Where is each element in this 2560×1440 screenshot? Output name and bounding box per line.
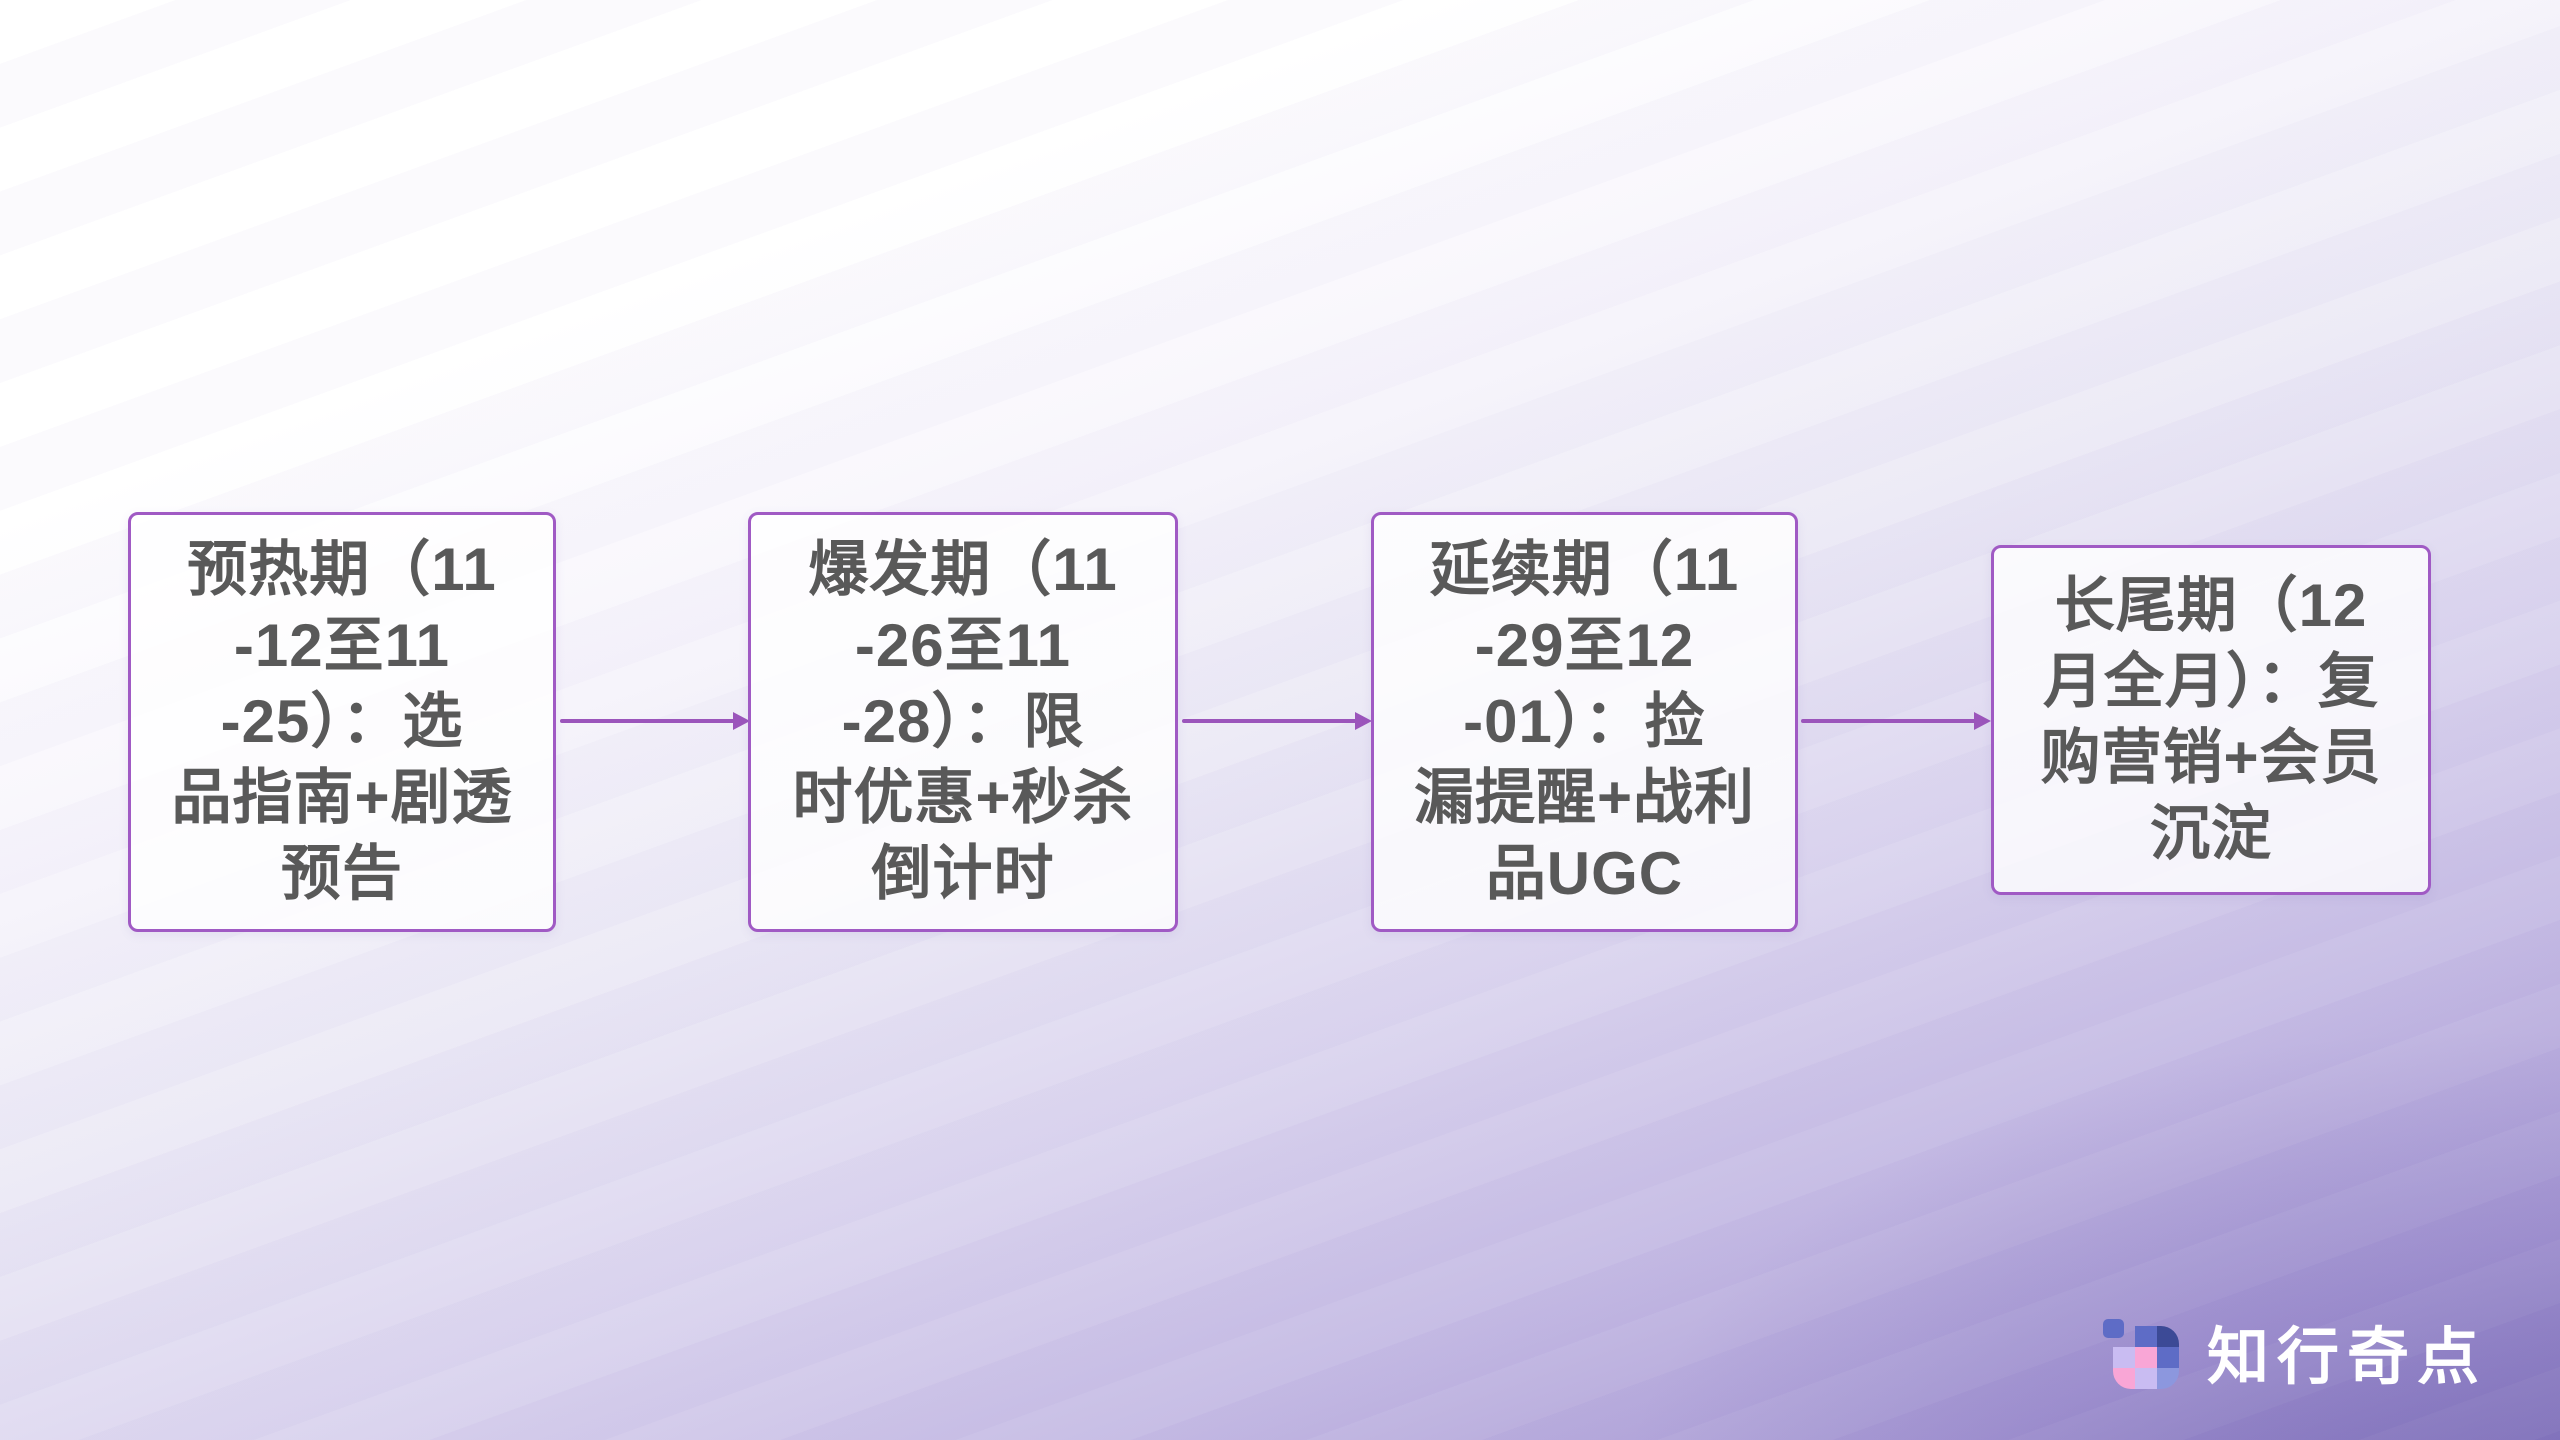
brand-logo: 知行奇点 — [2103, 1310, 2487, 1392]
logo-mark-cell — [2135, 1326, 2157, 1347]
stage-box-longtail-text: 长尾期（12 月全月）：复 购营销+会员 沉淀 — [2040, 571, 2382, 868]
arrow-line — [1182, 719, 1359, 723]
brand-logo-text: 知行奇点 — [2207, 1323, 2488, 1392]
stage-box-preheat-text: 预热期（11 -12至11 -25）：选 品指南+剧透 预告 — [171, 535, 513, 908]
stage-box-preheat: 预热期（11 -12至11 -25）：选 品指南+剧透 预告 — [128, 512, 556, 932]
logo-mark-cell — [2135, 1347, 2157, 1368]
arrow-head-icon — [733, 712, 750, 730]
stage-box-extend-text: 延续期（11 -29至12 -01）：捡 漏提醒+战利 品UGC — [1413, 535, 1756, 908]
stage-box-burst: 爆发期（11 -26至11 -28）：限 时优惠+秒杀 倒计时 — [748, 512, 1178, 932]
arrow-head-icon — [1355, 712, 1372, 730]
logo-mark-cell — [2135, 1368, 2157, 1389]
stage-box-longtail: 长尾期（12 月全月）：复 购营销+会员 沉淀 — [1991, 545, 2431, 895]
arrow-line — [1801, 719, 1978, 723]
logo-mark-cell — [2113, 1368, 2135, 1389]
logo-mark-cell — [2157, 1326, 2179, 1347]
logo-mark-cell — [2113, 1347, 2135, 1368]
logo-mark-cell — [2157, 1368, 2179, 1389]
flow-arrow-2 — [1182, 712, 1372, 730]
logo-mark-cell — [2103, 1319, 2124, 1338]
arrow-line — [560, 719, 737, 723]
stage-box-burst-text: 爆发期（11 -26至11 -28）：限 时优惠+秒杀 倒计时 — [792, 535, 1134, 908]
flow-arrow-3 — [1801, 712, 1991, 730]
stage-box-extend: 延续期（11 -29至12 -01）：捡 漏提醒+战利 品UGC — [1371, 512, 1798, 932]
flow-arrow-1 — [560, 712, 750, 730]
logo-mark-icon — [2103, 1311, 2181, 1391]
arrow-head-icon — [1974, 712, 1991, 730]
logo-mark-cell — [2157, 1347, 2179, 1368]
